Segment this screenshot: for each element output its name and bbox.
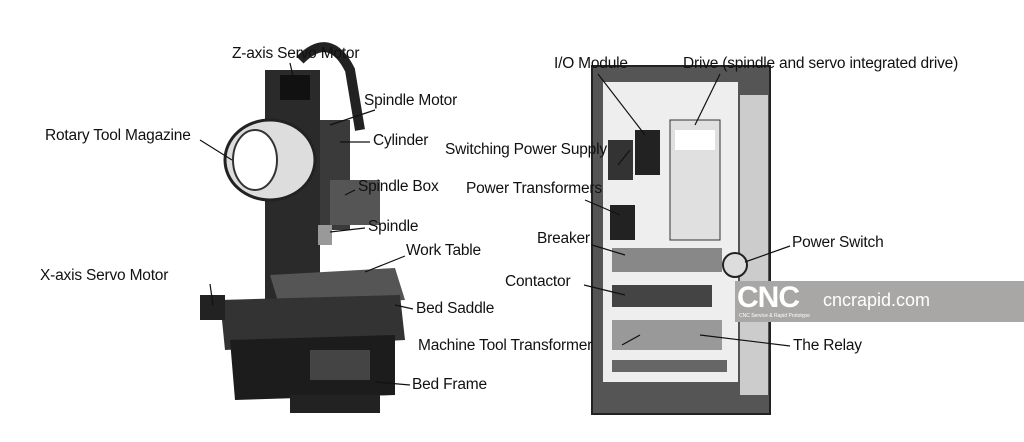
label-spindle: Spindle [368,218,419,235]
label-bed-saddle: Bed Saddle [416,300,495,317]
power-switch-shape [722,252,748,278]
watermark-tagline: CNC Service & Rapid Prototype [739,313,810,319]
contactor-row [612,285,712,307]
spindle-shape [318,225,332,245]
label-power-transformers: Power Transformers [466,180,602,197]
label-io-module: I/O Module [554,55,628,72]
label-rotary-tool-magazine: Rotary Tool Magazine [45,127,191,144]
label-contactor: Contactor [505,273,571,290]
label-bed-frame: Bed Frame [412,376,487,393]
io-module-shape [635,130,660,175]
leader-lines [199,62,791,386]
label-z-axis-servo-motor: Z-axis Servo Motor [232,45,360,62]
label-x-axis-servo-motor: X-axis Servo Motor [40,267,169,284]
relay-row [612,320,722,350]
label-breaker: Breaker [537,230,590,247]
label-spindle-box: Spindle Box [358,178,439,195]
watermark-logo: CNC [737,281,800,314]
label-power-switch: Power Switch [792,234,884,251]
switching-psu-shape [608,140,633,180]
z-servo-motor-shape [280,75,310,100]
cnc-machine-image [200,42,405,413]
label-the-relay: The Relay [793,337,862,354]
breaker-row [612,248,722,272]
watermark-banner: CNC CNC Service & Rapid Prototype cncrap… [735,281,1024,322]
label-switching-power-supply: Switching Power Supply [445,141,607,158]
label-cylinder: Cylinder [373,132,429,149]
label-spindle-motor: Spindle Motor [364,92,458,109]
power-transformer-shape [610,205,635,240]
watermark-url: cncrapid.com [823,290,931,310]
label-machine-tool-transformer: Machine Tool Transformer [418,337,593,354]
label-drive: Drive (spindle and servo integrated driv… [683,55,959,72]
electrical-cabinet-image [591,65,771,415]
label-work-table: Work Table [406,242,481,259]
spindle-box-shape [330,180,380,225]
